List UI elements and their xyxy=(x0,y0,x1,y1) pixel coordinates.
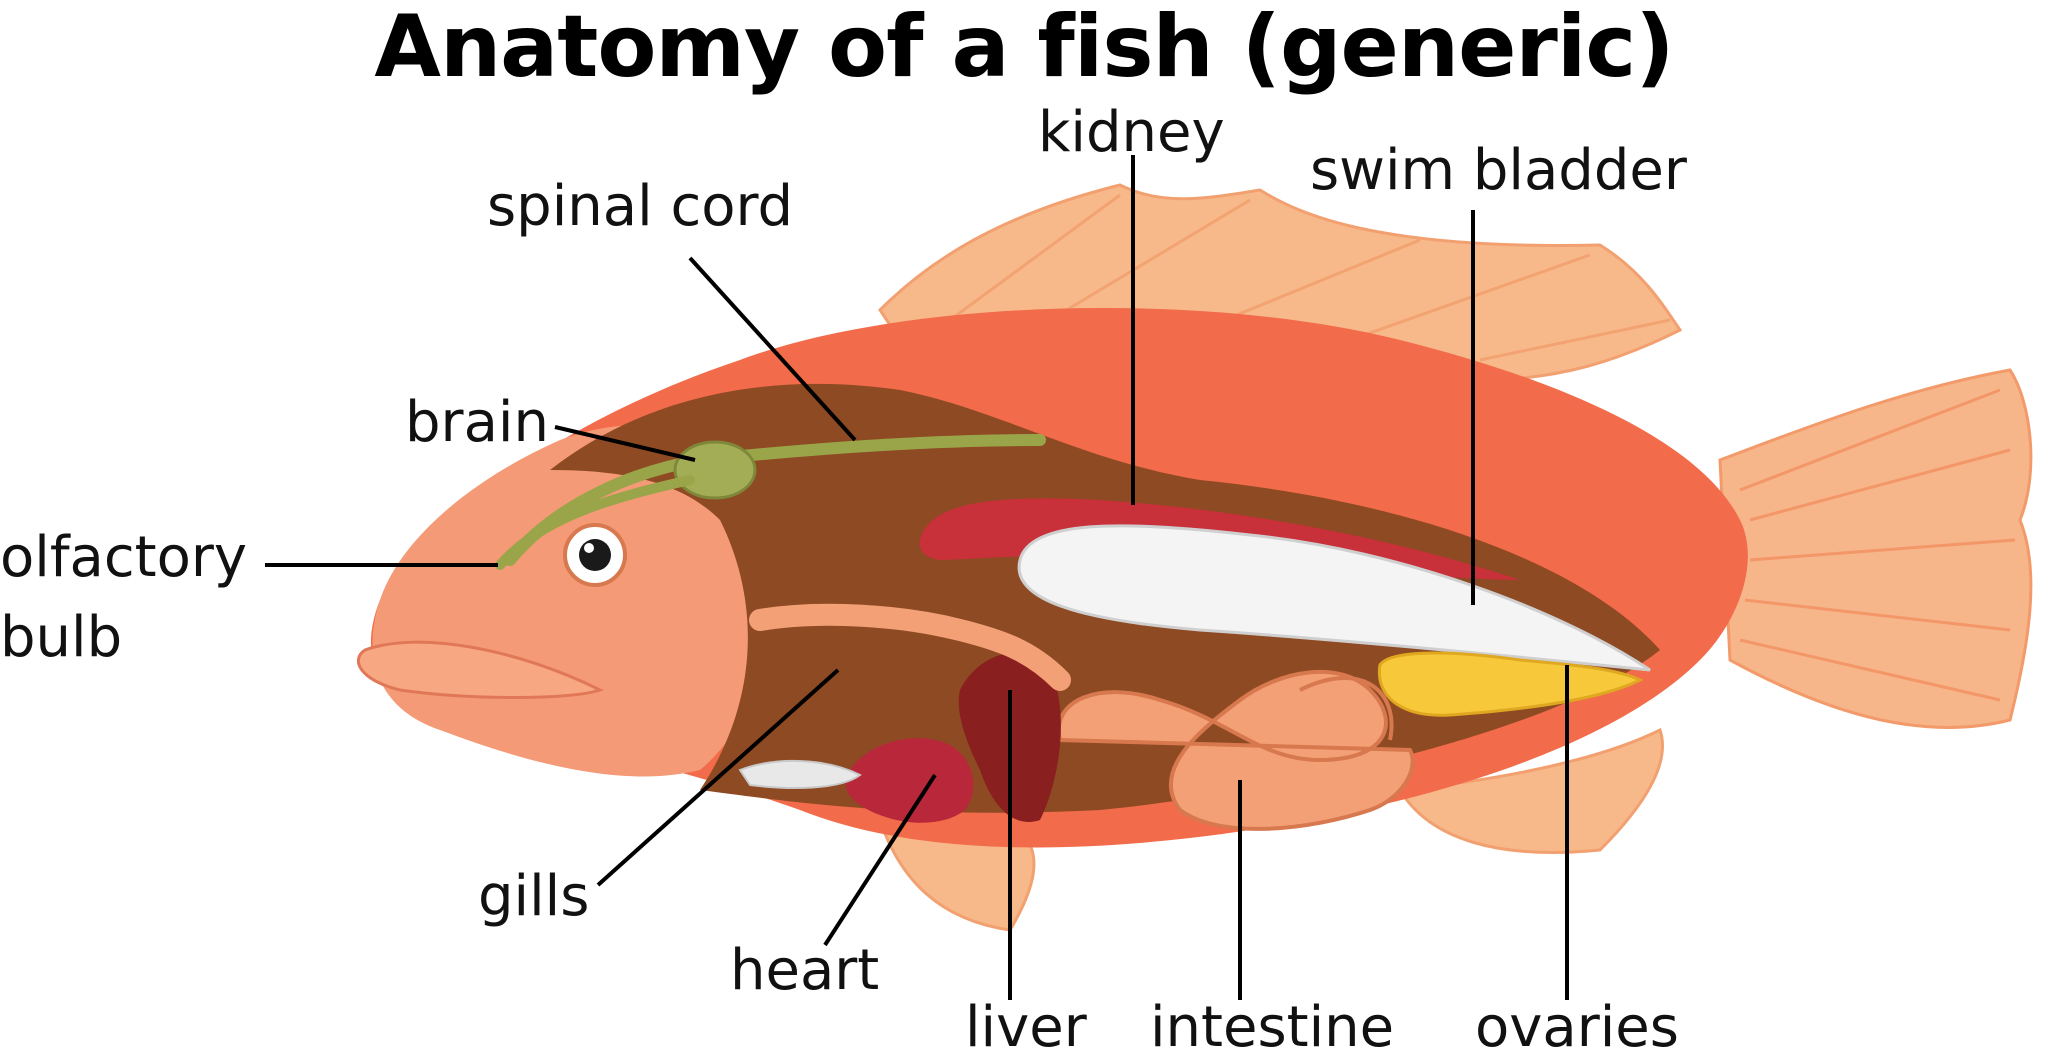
label-kidney: kidney xyxy=(1038,100,1225,165)
tail-fin xyxy=(1718,368,2033,729)
label-spinal-cord: spinal cord xyxy=(487,174,794,239)
label-olfactory-bulb-line2: bulb xyxy=(0,605,123,670)
label-liver: liver xyxy=(965,995,1087,1060)
leader-gills xyxy=(596,668,840,887)
label-heart: heart xyxy=(730,938,880,1003)
label-intestine: intestine xyxy=(1150,995,1395,1060)
label-brain: brain xyxy=(405,390,549,455)
ovaries-shape xyxy=(1377,651,1644,717)
label-swim-bladder: swim bladder xyxy=(1310,138,1687,203)
label-ovaries: ovaries xyxy=(1475,995,1679,1060)
olfactory-nerve xyxy=(495,475,695,570)
leader-spinal xyxy=(688,256,857,442)
fish-mouth xyxy=(356,640,604,699)
intestine-shape xyxy=(1056,669,1415,831)
label-olfactory-bulb-line1: olfactory xyxy=(0,525,248,590)
brain-shape xyxy=(673,440,757,500)
page-title: Anatomy of a fish (generic) xyxy=(374,0,1674,97)
heart-shape xyxy=(845,738,974,823)
leader-lines xyxy=(265,155,1569,1000)
swim-bladder-shape xyxy=(1017,524,1651,672)
eye-pupil xyxy=(579,539,611,571)
label-gills: gills xyxy=(478,864,590,929)
gills-shape xyxy=(738,759,862,789)
esophagus xyxy=(749,603,1071,691)
anal-fin xyxy=(1397,727,1664,854)
leader-brain xyxy=(554,425,696,462)
leader-heart xyxy=(823,773,937,947)
